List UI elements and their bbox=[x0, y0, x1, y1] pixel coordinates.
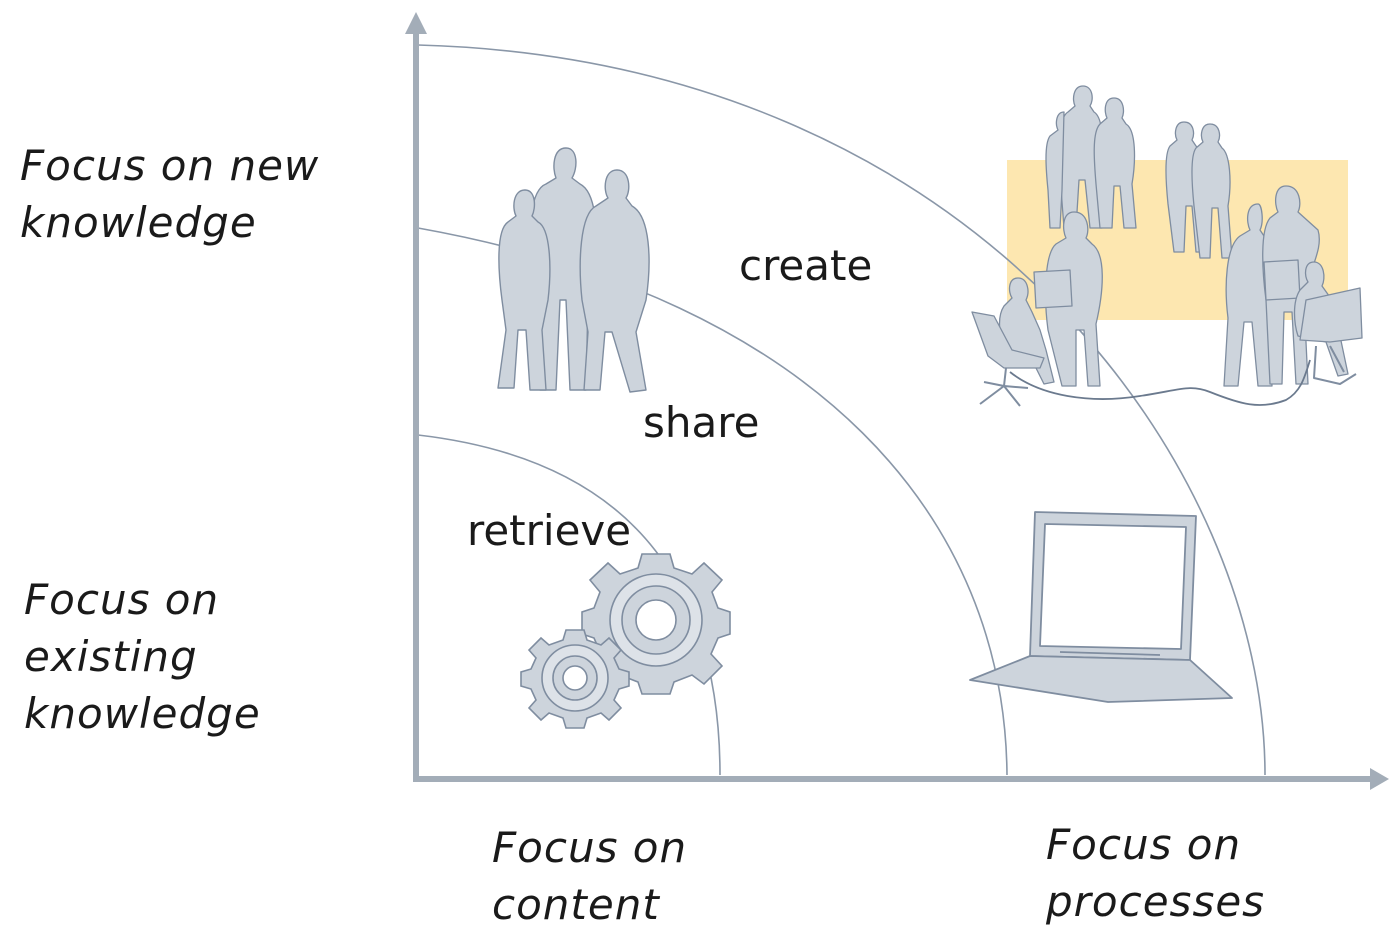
x-label-content: Focus on content bbox=[492, 823, 688, 929]
x-label-processes: Focus on processes bbox=[1046, 820, 1266, 926]
x-axis-arrow bbox=[1370, 768, 1389, 790]
y-label-new-knowledge: Focus on new knowledge bbox=[20, 141, 320, 247]
y-axis-arrow bbox=[405, 12, 427, 34]
gears-icon bbox=[520, 553, 731, 729]
zone-label-create: create bbox=[739, 241, 873, 290]
laptop-icon bbox=[969, 511, 1233, 703]
zone-label-retrieve: retrieve bbox=[467, 506, 632, 555]
team-icon bbox=[971, 85, 1363, 407]
arc-retrieve bbox=[417, 434, 721, 776]
zone-label-share: share bbox=[643, 398, 760, 447]
y-label-existing-knowledge: Focus on existing knowledge bbox=[24, 575, 261, 738]
standing-people-icon bbox=[497, 147, 650, 393]
